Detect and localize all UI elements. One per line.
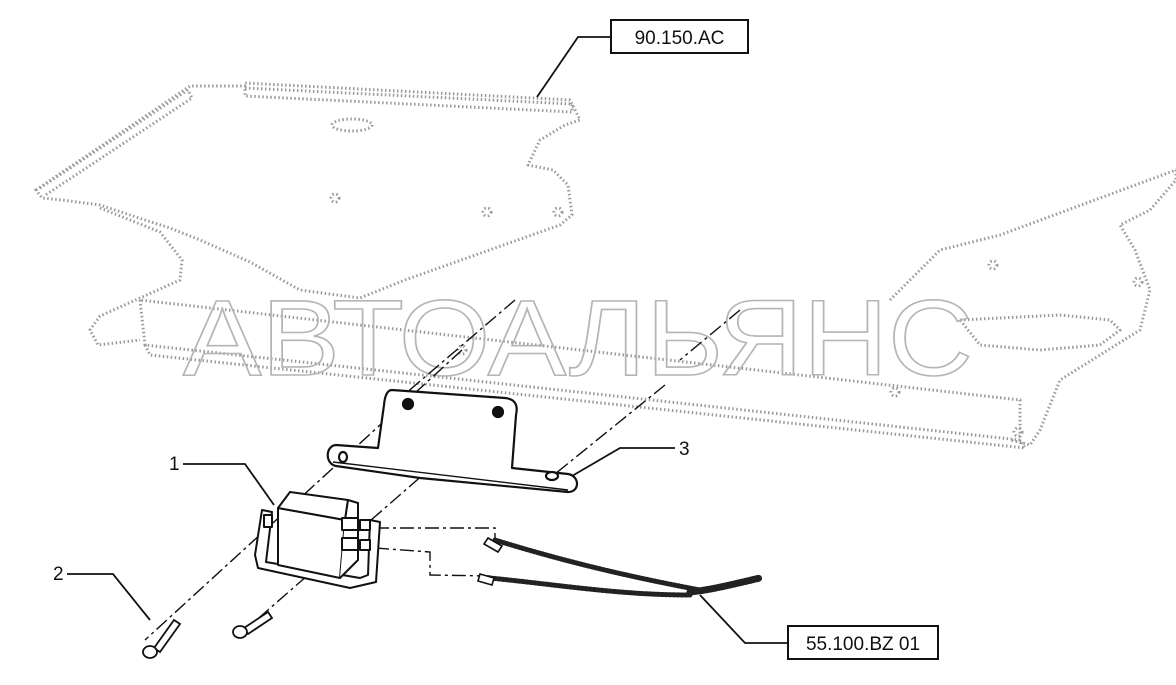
reference-box-top[interactable]: 90.150.AC [610,19,749,54]
axis-wire-2 [374,547,491,577]
callout-3: 3 [679,439,690,460]
screw-secondary [232,610,274,639]
ghost-hole-7 [889,386,901,398]
bracket-outline [326,388,579,494]
harness-connector-b [477,573,495,586]
harness-main [686,574,764,596]
screw-shank [152,618,182,654]
reference-bottom-label: 55.100.BZ 01 [806,634,920,655]
screw-part-2 [142,618,182,659]
module-terminal-2 [341,537,359,551]
axis-wire-1 [375,527,496,545]
reference-top-label: 90.150.AC [635,28,725,49]
bracket-slot-left [337,450,349,464]
harness-wire-a [492,537,703,593]
watermark-text: АВТОАЛЬЯНС [183,277,973,398]
axis-line-5 [554,384,666,475]
axis-line-4 [679,309,741,361]
bracket-hole-1 [401,397,415,411]
module-left-tab [263,514,273,528]
screw-secondary-head [232,625,248,639]
ghost-hole-1 [329,192,341,204]
ghost-hole-8 [1012,426,1024,438]
wiring-harness [477,536,764,598]
leader-callout-2 [67,573,151,621]
screw-secondary-shank [242,610,274,636]
reference-box-bottom[interactable]: 55.100.BZ 01 [787,625,939,660]
axis-line-1 [144,349,463,641]
harness-connector-a [482,536,504,554]
ghost-frame-structure [34,81,1176,450]
bracket-slot-right [544,470,560,482]
leader-top-ref [536,36,611,98]
module-terminal-4 [359,539,371,551]
bracket-fold-line [332,461,569,491]
leader-bottom-ref [699,594,788,644]
bracket-hole-2 [491,405,505,419]
leader-callout-1 [183,463,275,506]
ghost-upper-plate-left-flange [39,88,194,198]
ghost-hole-3 [552,206,564,218]
ghost-left-arm [88,206,184,347]
module-terminal-1 [341,517,359,531]
ghost-hole-4 [987,259,999,271]
ghost-hole-6 [456,344,468,356]
screw-head [142,645,158,659]
ghost-plate-boss [330,117,374,133]
ghost-hole-2 [481,206,493,218]
callout-1: 1 [169,454,180,475]
module-terminal-3 [359,519,371,531]
bracket-part-3 [326,388,579,494]
ghost-right-plate-inner [958,313,1122,352]
leader-callout-3 [571,447,675,477]
leader-lines [67,36,788,644]
ghost-hole-5 [1132,276,1144,288]
callout-2: 2 [53,564,64,585]
axis-line-2 [397,299,516,401]
module-part-1 [254,491,381,589]
ghost-upper-plate [34,81,582,300]
ghost-upper-plate-top-flange [243,86,574,114]
harness-wire-b [487,575,693,598]
